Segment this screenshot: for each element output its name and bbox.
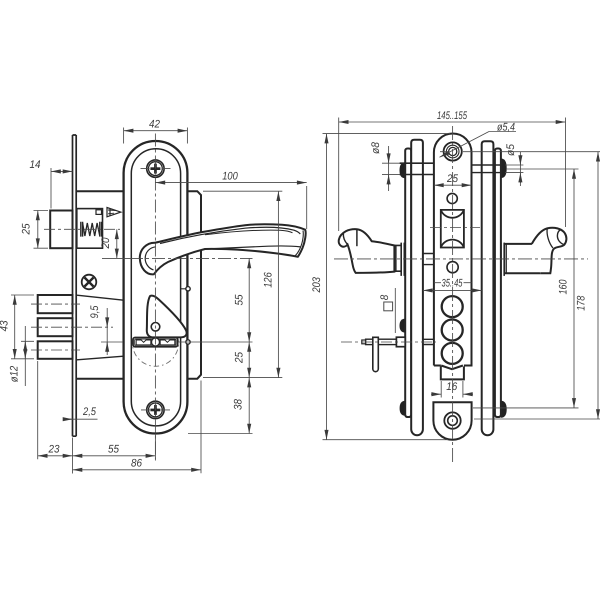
svg-text:55: 55	[108, 444, 120, 456]
svg-text:14: 14	[30, 159, 41, 171]
svg-text:203: 203	[311, 276, 323, 293]
svg-text:ø8: ø8	[370, 141, 382, 154]
svg-text:9,5: 9,5	[89, 305, 101, 319]
svg-text:42: 42	[149, 119, 160, 131]
svg-text:160: 160	[558, 279, 570, 295]
svg-text:55: 55	[234, 294, 246, 306]
svg-text:86: 86	[131, 458, 143, 470]
svg-text:ø5,4: ø5,4	[497, 122, 515, 134]
svg-text:145..155: 145..155	[437, 110, 468, 122]
svg-text:35..45: 35..45	[442, 277, 464, 289]
svg-text:ø5: ø5	[505, 143, 517, 156]
svg-text:38: 38	[233, 398, 245, 410]
svg-text:25: 25	[234, 351, 246, 364]
svg-text:8: 8	[379, 294, 391, 300]
svg-text:178: 178	[576, 295, 588, 311]
svg-text:43: 43	[0, 320, 11, 332]
svg-text:23: 23	[48, 444, 61, 456]
svg-text:20: 20	[100, 237, 112, 250]
svg-text:25: 25	[21, 223, 33, 236]
svg-text:100: 100	[222, 171, 238, 183]
svg-text:16: 16	[446, 381, 458, 393]
svg-text:126: 126	[263, 272, 275, 288]
svg-text:25: 25	[446, 173, 459, 185]
svg-text:ø12: ø12	[9, 366, 21, 383]
svg-text:2,5: 2,5	[82, 406, 97, 418]
